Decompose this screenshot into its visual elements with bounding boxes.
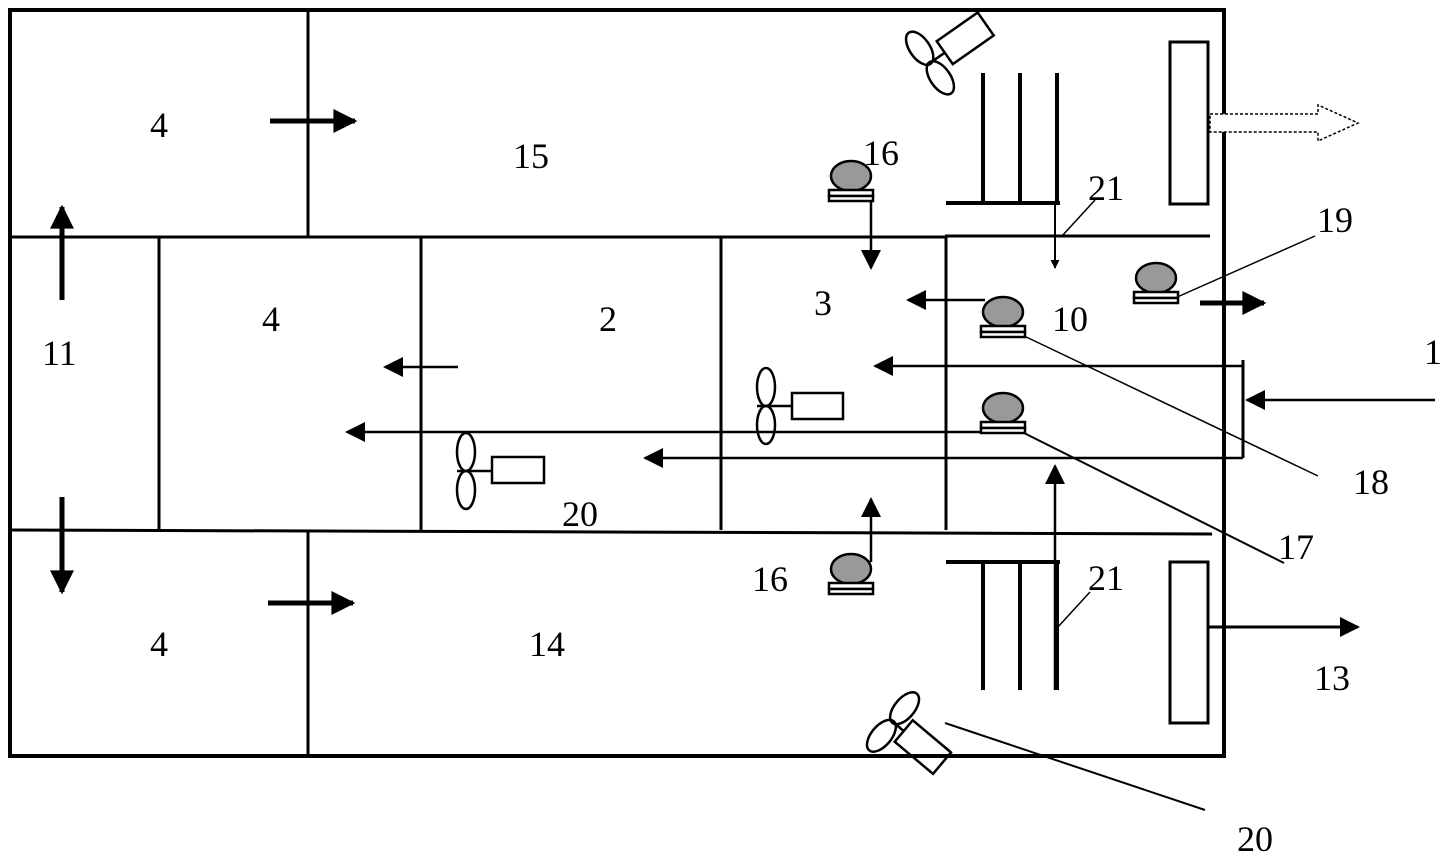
label-sensor-18: 18 <box>1353 462 1389 502</box>
sensor-16-bottom-icon <box>827 552 875 596</box>
label-room-10: 10 <box>1052 299 1088 339</box>
label-corridor-11: 11 <box>42 333 77 373</box>
label-room-15: 15 <box>513 136 549 176</box>
fan-top-icon <box>904 10 996 96</box>
sensor-18-icon <box>979 295 1027 339</box>
label-inlet-1: 1 <box>1424 332 1442 372</box>
leader-18 <box>1021 334 1319 477</box>
exhaust-arrow-hollow <box>1209 103 1360 143</box>
label-room-14: 14 <box>529 624 565 664</box>
exhaust-panel-bottom <box>1168 560 1210 725</box>
heat-exchanger-top <box>946 73 1060 205</box>
building-outline <box>8 8 1226 758</box>
fan-room3-icon <box>755 366 845 446</box>
duct-21-top-leader <box>1061 199 1096 237</box>
leader-19 <box>1174 235 1316 299</box>
label-fan-20-outer: 20 <box>1237 819 1273 859</box>
label-outlet-13: 13 <box>1314 658 1350 698</box>
label-fan-20-inner: 20 <box>562 494 598 534</box>
label-room-4-bottom: 4 <box>150 624 168 664</box>
sensor-17-icon <box>979 391 1027 435</box>
leader-17 <box>1021 431 1285 564</box>
heat-exchanger-bottom <box>946 560 1060 690</box>
exhaust-panel-top <box>1168 40 1210 206</box>
label-sensor-19: 19 <box>1317 200 1353 240</box>
label-duct-21-top: 21 <box>1088 168 1124 208</box>
label-room-4-middle: 4 <box>262 299 280 339</box>
fan-room2-icon <box>455 431 546 511</box>
label-duct-21-bottom: 21 <box>1088 558 1124 598</box>
partition-lower <box>9 528 1213 536</box>
leader-20-outer <box>944 722 1206 811</box>
label-room-4-top: 4 <box>150 105 168 145</box>
fan-bottom-icon <box>865 691 953 776</box>
label-room-2: 2 <box>599 299 617 339</box>
label-room-3: 3 <box>814 283 832 323</box>
duct-21-bottom-leader <box>1056 591 1091 629</box>
sensor-19-icon <box>1132 261 1180 305</box>
label-sensor-17: 17 <box>1278 527 1314 567</box>
label-sensor-16-bottom: 16 <box>752 559 788 599</box>
label-sensor-16-top: 16 <box>863 133 899 173</box>
